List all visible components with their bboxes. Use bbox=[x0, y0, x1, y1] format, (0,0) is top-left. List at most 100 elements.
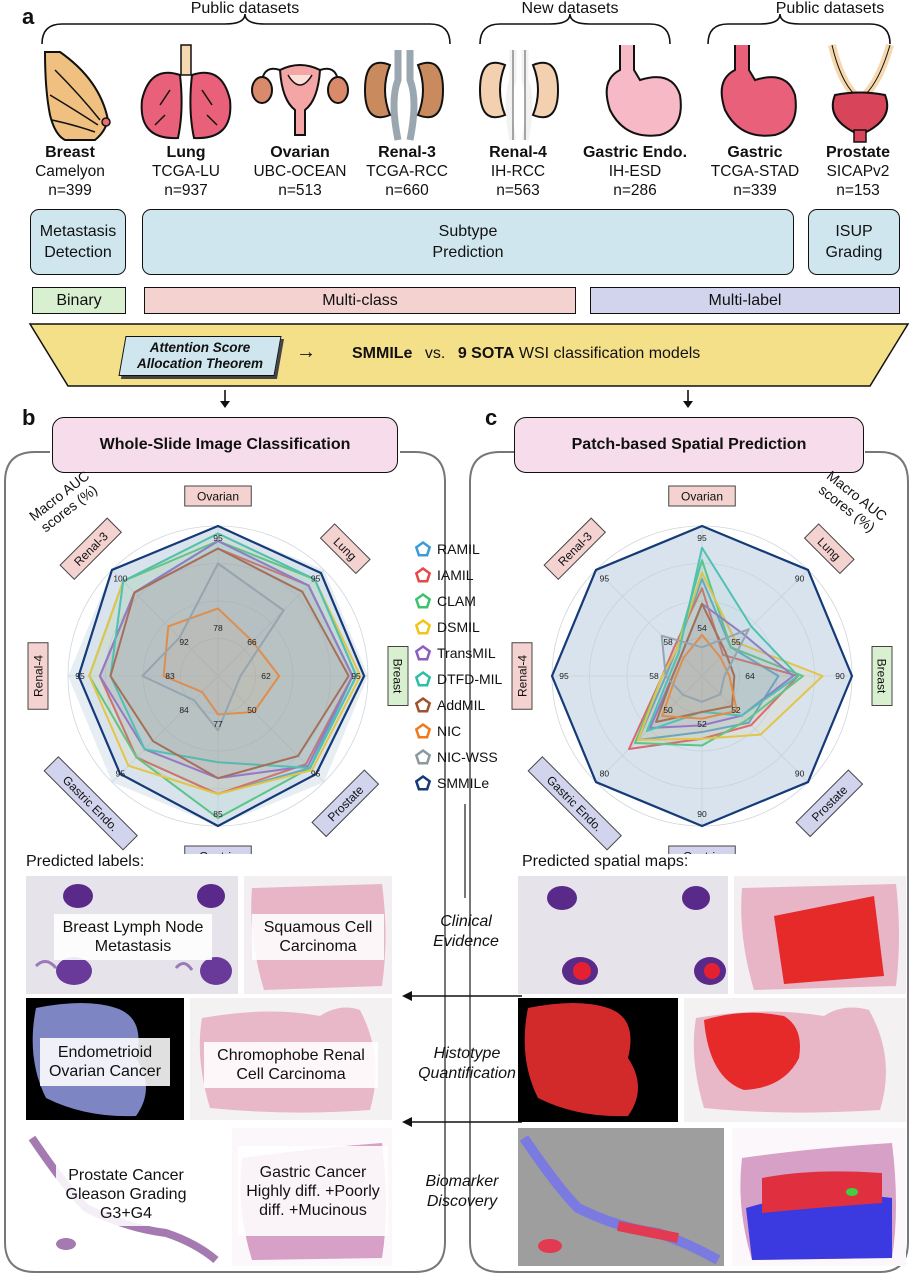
radar-tick-min: 58 bbox=[649, 671, 659, 681]
radar-tick-min: 64 bbox=[745, 671, 755, 681]
radar-axis-label: Ovarian bbox=[184, 485, 252, 507]
radar-series-nic-wss bbox=[660, 628, 750, 703]
map-breast-lymph bbox=[518, 876, 728, 994]
radar-tick-min: 62 bbox=[261, 671, 271, 681]
dataset-source: TCGA-RCC bbox=[366, 163, 448, 180]
radar-axis-label-box bbox=[43, 756, 138, 851]
radar-tick-min: 55 bbox=[731, 637, 741, 647]
radar-series-smmile bbox=[550, 524, 854, 828]
dataset-source: TCGA-LU bbox=[151, 163, 221, 180]
tile-label: Breast Lymph Node Metastasis bbox=[54, 914, 212, 960]
dataset-organ: Lung bbox=[166, 144, 206, 161]
panel-letter-c: c bbox=[485, 405, 498, 430]
dataset-count: n=286 bbox=[613, 182, 657, 199]
dataset-organ: Prostate bbox=[825, 144, 891, 161]
radar-tick-max: 90 bbox=[697, 809, 707, 819]
legend-item: NIC bbox=[414, 722, 461, 740]
tile-chromophobe: Chromophobe Renal Cell Carcinoma bbox=[190, 998, 392, 1120]
pentagon-icon bbox=[414, 566, 432, 583]
pentagon-icon bbox=[414, 540, 432, 557]
radar-tick-max: 95 bbox=[697, 533, 707, 543]
radar-axis-label: Renal-4 bbox=[27, 642, 49, 710]
dataset-count: n=339 bbox=[733, 182, 777, 199]
lung-icon bbox=[140, 44, 232, 140]
prostate-icon bbox=[828, 43, 894, 143]
organ-icons bbox=[43, 43, 894, 143]
legend-label: RAMIL bbox=[437, 541, 480, 557]
radar-axis-label-box bbox=[527, 756, 622, 851]
dataset-organ: Gastric Endo. bbox=[582, 144, 688, 161]
radar-axis-label-box bbox=[795, 769, 864, 838]
radar-tick-min: 78 bbox=[213, 623, 223, 633]
down-arrows bbox=[220, 390, 693, 408]
radar-axis-label-box bbox=[319, 523, 371, 575]
group-label-new: New datasets bbox=[521, 0, 619, 17]
map-chromophobe bbox=[684, 998, 906, 1122]
stomach-icon-2 bbox=[720, 45, 797, 137]
radar-tick-max: 95 bbox=[351, 671, 361, 681]
dataset-count: n=513 bbox=[278, 182, 322, 199]
pentagon-icon bbox=[414, 696, 432, 713]
radar-series-dsmil bbox=[88, 532, 362, 796]
radar-spoke bbox=[701, 569, 809, 677]
class-binary: Binary bbox=[32, 287, 126, 314]
legend-label: SMMILe bbox=[437, 775, 490, 791]
radar-axis-label-text: Breast bbox=[391, 659, 405, 694]
radar-axis-label-box bbox=[543, 517, 607, 581]
task-subtype-prediction: Subtype Prediction bbox=[142, 209, 794, 275]
radar-tick-max: 90 bbox=[835, 671, 845, 681]
radar-tick-min: 83 bbox=[165, 671, 175, 681]
dataset-count: n=937 bbox=[164, 182, 208, 199]
radar-axis-label: Gastric bbox=[184, 845, 252, 854]
banner-arrow: → bbox=[296, 341, 316, 363]
map-gastric bbox=[732, 1128, 906, 1266]
task-metastasis-detection: Metastasis Detection bbox=[30, 209, 126, 275]
banner-count: 9 SOTA bbox=[457, 345, 515, 362]
legend-label: DSMIL bbox=[437, 619, 480, 635]
radar-axis-label: Renal-4 bbox=[511, 642, 533, 710]
dataset-source: SICAPv2 bbox=[826, 163, 890, 180]
dataset-organ: Renal-3 bbox=[378, 144, 436, 161]
heatmap-image bbox=[547, 886, 726, 985]
pentagon-icon bbox=[414, 670, 432, 687]
theorem-label: Attention Score Allocation Theorem bbox=[136, 340, 263, 371]
radar-tick-max: 95 bbox=[559, 671, 569, 681]
radar-tick-max: 95 bbox=[213, 533, 223, 543]
tile-squamous: Squamous Cell Carcinoma bbox=[244, 876, 392, 994]
radar-axis-label-box bbox=[668, 845, 736, 854]
radar-tick-min: 54 bbox=[697, 623, 707, 633]
panel-letter-a: a bbox=[22, 4, 35, 29]
legend-label: CLAM bbox=[437, 593, 476, 609]
banner-model: SMMILe bbox=[352, 345, 413, 362]
legend-label: IAMIL bbox=[437, 567, 474, 583]
banner-vs: vs. bbox=[424, 345, 446, 362]
radar-tick-max: 95 bbox=[311, 573, 321, 583]
tile-label: Gastric Cancer Highly diff. +Poorly diff… bbox=[238, 1146, 388, 1236]
radar-axis-label: Lung bbox=[319, 523, 371, 575]
radar-tick-max: 95 bbox=[311, 769, 321, 779]
radar-spoke bbox=[111, 675, 219, 783]
dataset-gastric: Gastric TCGA-STAD n=339 bbox=[700, 143, 810, 200]
radar-tick-max: 95 bbox=[116, 769, 126, 779]
group-braces bbox=[41, 13, 891, 45]
tile-label: Chromophobe Renal Cell Carcinoma bbox=[204, 1042, 378, 1088]
clinical-evidence-label: Clinical Evidence bbox=[433, 913, 499, 950]
radar-tick-max: 80 bbox=[600, 769, 610, 779]
banner-text: SMMILe vs. 9 SOTA WSI classification mod… bbox=[352, 345, 700, 363]
dataset-source: UBC-OCEAN bbox=[253, 163, 347, 180]
panel-letter-b: b bbox=[22, 405, 36, 430]
heatmap-image bbox=[519, 1135, 721, 1265]
legend-item: CLAM bbox=[414, 592, 476, 610]
left-arrows bbox=[402, 991, 522, 1127]
dataset-source: TCGA-STAD bbox=[710, 163, 800, 180]
dataset-organ: Gastric bbox=[727, 144, 783, 161]
radar-axis-label-text: Renal-4 bbox=[32, 655, 46, 697]
theorem-box: Attention Score Allocation Theorem bbox=[118, 336, 282, 376]
radar-axis-label-box bbox=[803, 523, 855, 575]
radar-axis-label: Breast bbox=[387, 646, 409, 706]
radar-series-smmile bbox=[77, 524, 366, 828]
map-squamous bbox=[734, 876, 906, 994]
biomarker-discovery-label: Biomarker Discovery bbox=[425, 1173, 499, 1210]
